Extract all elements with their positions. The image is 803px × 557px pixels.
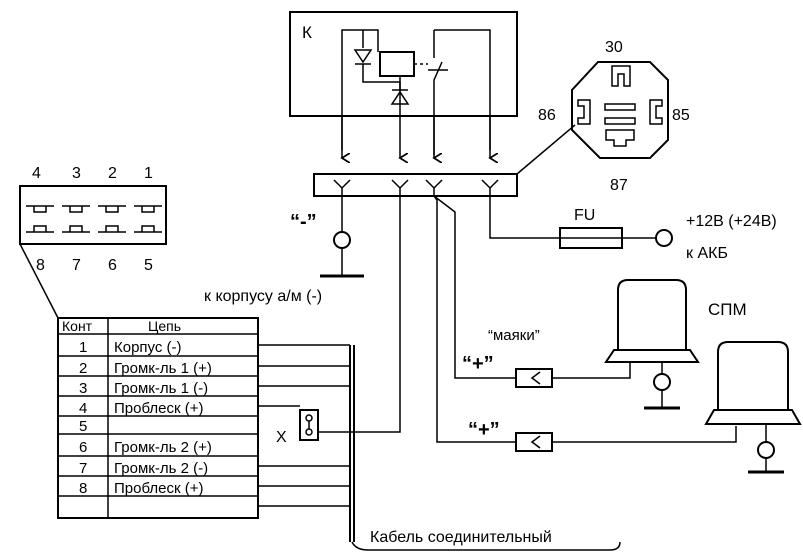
beacon-label: СПМ xyxy=(708,300,747,319)
circuit-name: Проблеск (+) xyxy=(114,400,203,417)
relay-block-label: К xyxy=(302,23,312,42)
relay-coil xyxy=(379,51,415,77)
circuit-name: Громк-ль 2 (-) xyxy=(114,460,208,477)
pin-number: 4 xyxy=(79,400,87,417)
beacon-plus-label-2: “+” xyxy=(468,419,500,441)
ground-caption: к корпусу а/м (-) xyxy=(204,288,322,305)
pin-number: 1 xyxy=(79,339,87,356)
fuse-circuit: FU +12В (+24В) к АКБ xyxy=(489,196,777,262)
pin-table-header-pin: Конт xyxy=(62,318,93,334)
pin-table-row: 1 Корпус (-) xyxy=(79,339,182,356)
circuit-name: Громк-ль 1 (-) xyxy=(114,380,208,397)
conn-top-4: 4 xyxy=(32,165,41,182)
connector-8-pin: 4 3 2 1 8 7 6 5 xyxy=(19,165,167,319)
conn-bottom-6: 6 xyxy=(108,257,117,274)
relay-pin-87: 87 xyxy=(610,177,628,194)
pin-number: 2 xyxy=(79,360,87,377)
relay-pin-86: 86 xyxy=(538,107,556,124)
beacon-lamp xyxy=(604,279,700,410)
circuit-name: Громк-ль 2 (+) xyxy=(114,439,212,456)
pin-table-row: 5 xyxy=(79,418,87,435)
beacon-caption: “маяки” xyxy=(488,327,540,344)
circuit-name: Проблеск (+) xyxy=(114,480,203,497)
jumper-label: X xyxy=(276,429,287,446)
relay-connector-strip xyxy=(313,124,576,197)
conn-bottom-7: 7 xyxy=(72,257,81,274)
beacon-wiring: “маяки” “+” “+” xyxy=(433,195,737,452)
beacon-plus-label-1: “+” xyxy=(462,353,494,375)
circuit-name: Корпус (-) xyxy=(114,339,182,356)
pin-table: Конт Цепь 1 Корпус (-) 2 Громк-ль 1 (+) … xyxy=(57,317,259,519)
beacon-lamp xyxy=(704,341,802,474)
pin-table-row: 8 Проблеск (+) xyxy=(79,480,203,497)
conn-top-2: 2 xyxy=(108,165,117,182)
relay-block: К xyxy=(289,11,518,158)
relay-pinout: 30 86 85 87 xyxy=(538,39,690,194)
pin-table-row: 6 Громк-ль 2 (+) xyxy=(79,439,212,456)
pin-table-row: 4 Проблеск (+) xyxy=(79,400,203,417)
cable-label: Кабель соединительный xyxy=(370,529,552,546)
relay-pin-85: 85 xyxy=(672,107,690,124)
conn-top-3: 3 xyxy=(72,165,81,182)
conn-bottom-8: 8 xyxy=(36,257,45,274)
pin-number: 6 xyxy=(79,439,87,456)
battery-voltage: +12В (+24В) xyxy=(686,213,777,230)
ground-minus-label: “-” xyxy=(290,211,317,233)
conn-bottom-5: 5 xyxy=(144,257,153,274)
cable-bundle: Кабель соединительный xyxy=(258,344,621,551)
pin-table-header-circuit: Цепь xyxy=(148,318,181,334)
pin-table-row: 2 Громк-ль 1 (+) xyxy=(79,360,212,377)
battery-caption: к АКБ xyxy=(686,245,728,262)
pin-table-row: 3 Громк-ль 1 (-) xyxy=(79,380,208,397)
pin-number: 3 xyxy=(79,380,87,397)
relay-pin-30: 30 xyxy=(605,39,623,56)
jumper-x: X xyxy=(276,196,401,446)
pin-number: 5 xyxy=(79,418,87,435)
chassis-ground: “-” к корпусу а/м (-) xyxy=(204,196,364,305)
pin-table-row: 7 Громк-ль 2 (-) xyxy=(79,460,208,477)
conn-top-1: 1 xyxy=(144,165,153,182)
circuit-name: Громк-ль 1 (+) xyxy=(114,360,212,377)
pin-number: 7 xyxy=(79,460,87,477)
fuse-label: FU xyxy=(574,207,595,224)
pin-number: 8 xyxy=(79,480,87,497)
